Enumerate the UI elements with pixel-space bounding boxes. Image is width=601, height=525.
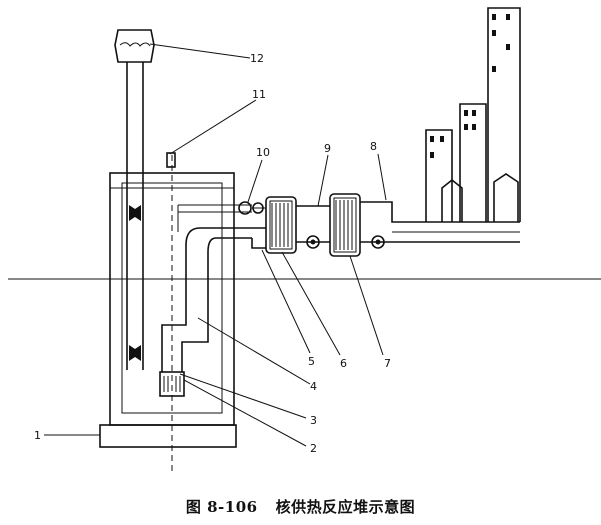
leader-lines	[44, 43, 387, 447]
label-11: 11	[252, 88, 266, 101]
figure-caption: 图 8-106 核供热反应堆示意图	[0, 496, 601, 517]
label-6: 6	[340, 357, 347, 370]
stack-tower	[114, 29, 155, 370]
label-10: 10	[256, 146, 270, 159]
foundation	[99, 424, 237, 448]
heat-exchanger-6	[265, 196, 297, 254]
valve-10	[238, 201, 266, 215]
label-8: 8	[370, 140, 377, 153]
heating-network	[360, 173, 520, 249]
heat-exchanger-7	[329, 193, 361, 257]
city-buildings	[425, 7, 521, 222]
figure-number: 图 8-106	[185, 498, 258, 516]
reactor-building	[99, 172, 237, 448]
figure-title: 核供热反应堆示意图	[275, 498, 416, 516]
reactor-core	[159, 371, 185, 397]
label-5: 5	[308, 355, 315, 368]
label-3: 3	[310, 414, 317, 427]
intermediate-loop	[226, 205, 330, 249]
label-9: 9	[324, 142, 331, 155]
label-2: 2	[310, 442, 317, 455]
label-7: 7	[384, 357, 391, 370]
label-4: 4	[310, 380, 317, 393]
label-12: 12	[250, 52, 264, 65]
pressure-vessel	[161, 204, 252, 372]
label-1: 1	[34, 429, 41, 442]
stack-valves	[129, 205, 141, 361]
control-rod-drive	[166, 152, 176, 168]
